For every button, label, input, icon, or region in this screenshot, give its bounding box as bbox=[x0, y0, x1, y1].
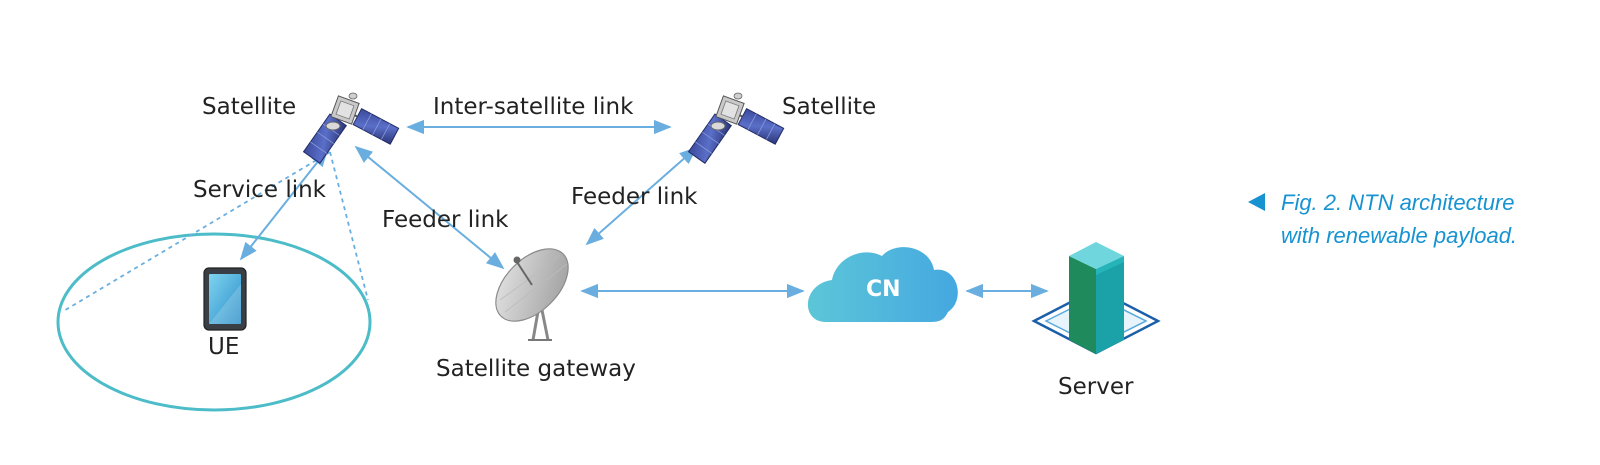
coverage-area bbox=[56, 232, 372, 412]
caption-line-1: Fig. 2. NTN architecture bbox=[1281, 190, 1515, 215]
cloud-icon bbox=[807, 247, 958, 322]
feeder-link-left-label: Feeder link bbox=[382, 207, 509, 233]
satellite-icon bbox=[687, 92, 785, 165]
satellite-right-label: Satellite bbox=[782, 94, 877, 120]
caption-pointer-icon bbox=[1248, 193, 1265, 211]
satellite-gateway-label: Satellite gateway bbox=[436, 356, 636, 382]
beam-edge-left bbox=[61, 151, 331, 313]
feeder-link-right-label: Feeder link bbox=[571, 184, 698, 210]
inter-satellite-link-label: Inter-satellite link bbox=[433, 94, 634, 120]
feeder-link-left-arrow bbox=[354, 145, 505, 270]
server-label: Server bbox=[1058, 374, 1134, 400]
ue-label: UE bbox=[208, 334, 240, 360]
satellite-left-label: Satellite bbox=[202, 94, 297, 120]
cn-label: CN bbox=[866, 277, 901, 302]
beam-edge-right bbox=[329, 151, 369, 301]
server-icon bbox=[1031, 242, 1161, 355]
satellite-icon bbox=[302, 92, 400, 165]
dish-antenna-icon bbox=[495, 248, 569, 341]
feeder-link-right-arrow bbox=[585, 146, 698, 246]
service-link-arrow bbox=[239, 148, 329, 261]
caption-line-2: with renewable payload. bbox=[1281, 223, 1518, 248]
service-link-label: Service link bbox=[193, 177, 326, 203]
tablet-icon bbox=[203, 267, 247, 331]
